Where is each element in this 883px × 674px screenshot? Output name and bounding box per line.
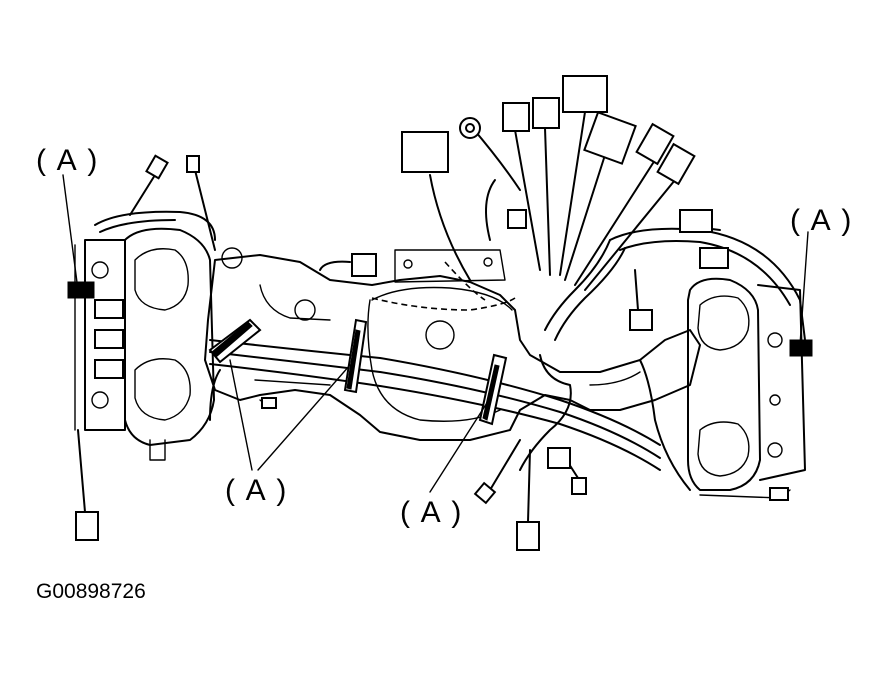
clip-left: [208, 318, 262, 364]
callout-a-bottom-center-right: ( A ): [400, 496, 463, 529]
leader-lines: [62, 174, 809, 493]
right-intake-flange: [687, 277, 813, 501]
clip-center-right: [478, 353, 508, 426]
intake-manifold-body: [204, 247, 701, 441]
branch-connectors: [75, 75, 729, 551]
callout-a-bottom-center-left: ( A ): [225, 474, 288, 507]
clip-center-left: [343, 318, 368, 394]
harness-clips: [208, 318, 508, 426]
main-harness: [94, 210, 806, 491]
figure-id: G00898726: [36, 580, 146, 603]
callout-a-top-right: ( A ): [790, 204, 853, 237]
callout-a-top-left: ( A ): [36, 144, 99, 177]
left-intake-flange: [67, 227, 215, 461]
